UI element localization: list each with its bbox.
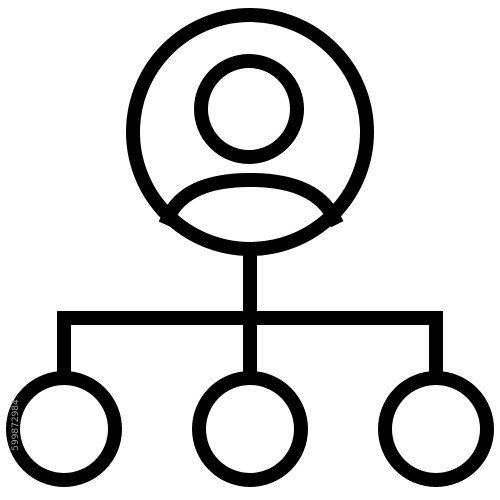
child-circle-center — [192, 371, 308, 487]
stock-id-text: 599872984 — [11, 399, 21, 451]
user-head — [194, 54, 304, 164]
child-circle-left — [6, 371, 122, 487]
user-shoulders — [158, 172, 344, 228]
child-circle-right — [378, 371, 494, 487]
